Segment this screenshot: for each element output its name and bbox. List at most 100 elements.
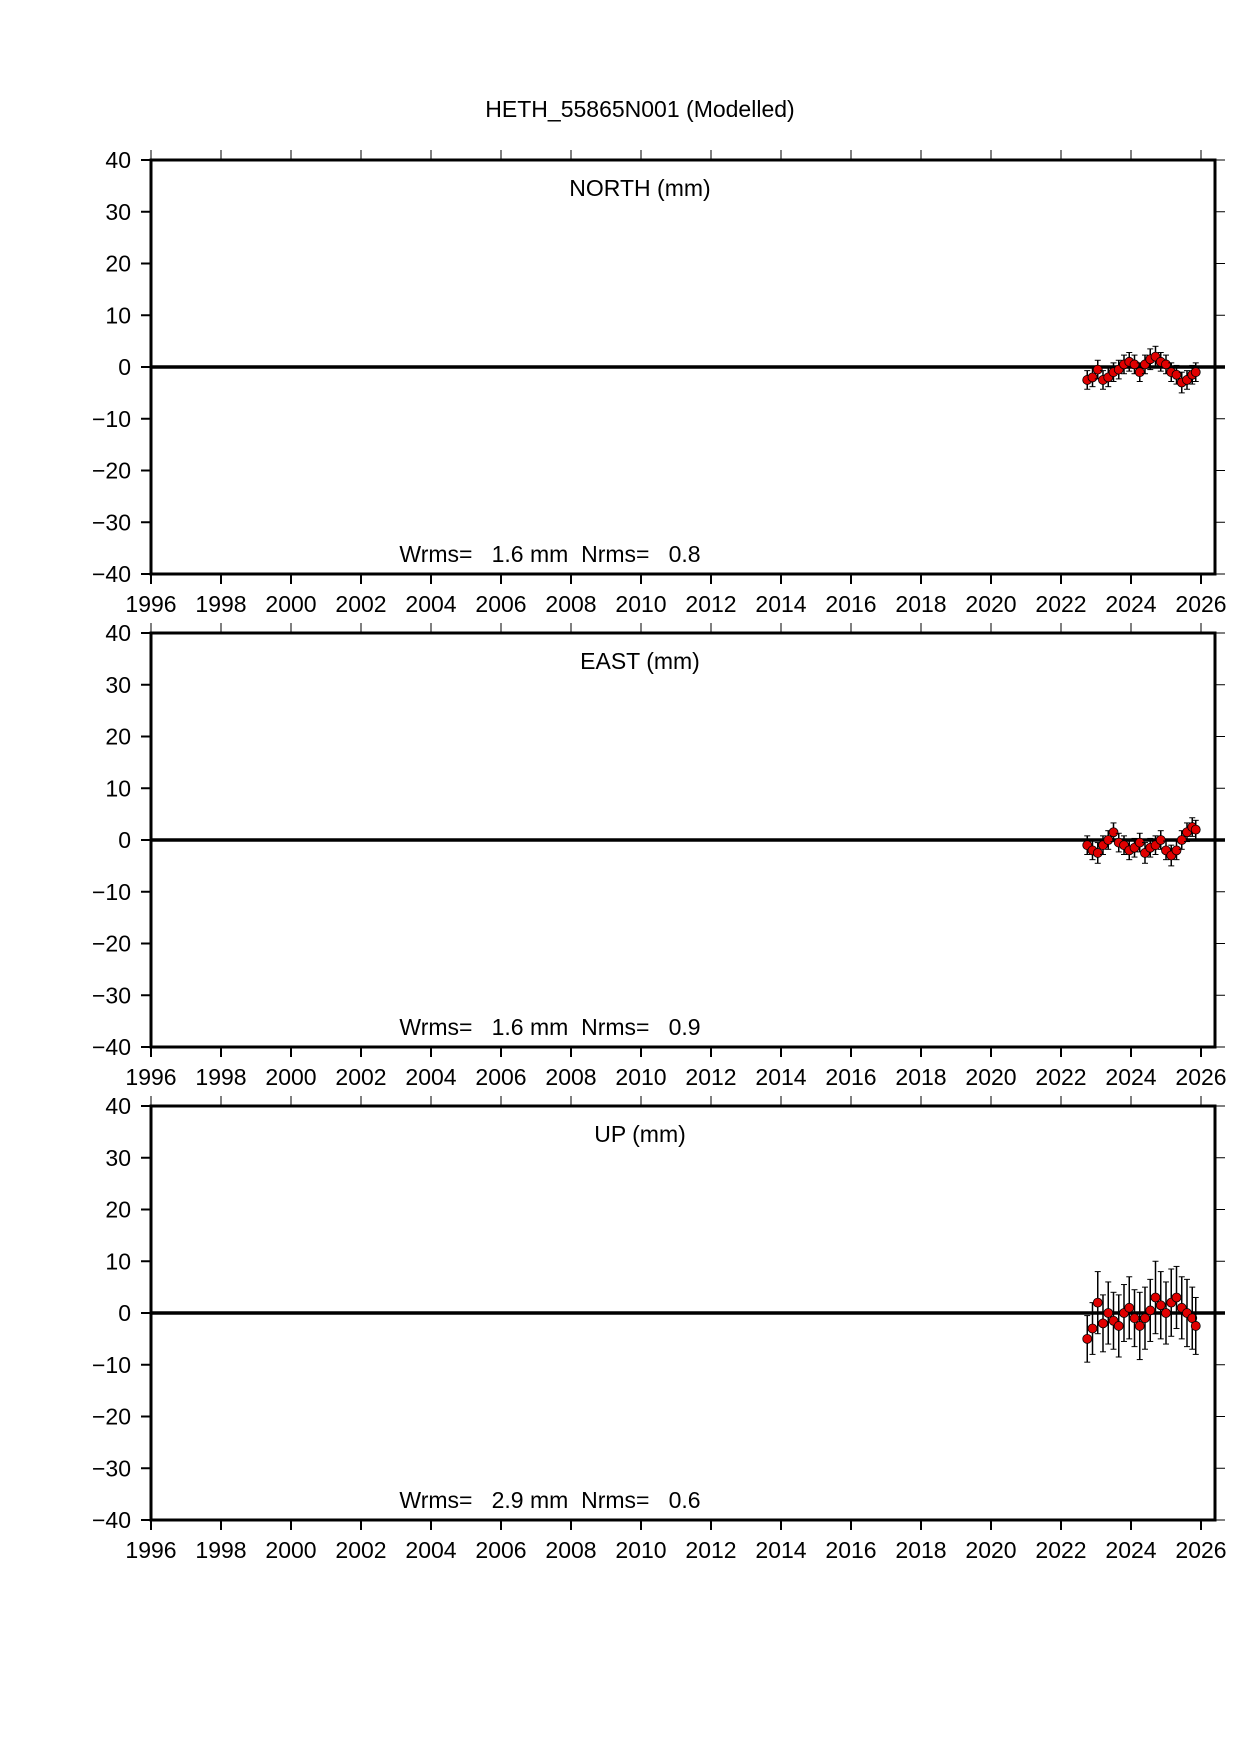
x-tick-label: 2026 — [1175, 591, 1226, 617]
stats-label: Wrms= 2.9 mm Nrms= 0.6 — [399, 1487, 700, 1513]
y-tick-label: 20 — [105, 251, 131, 277]
x-tick-label: 1996 — [125, 1537, 176, 1563]
x-tick-label: 2008 — [545, 1537, 596, 1563]
data-point — [1134, 367, 1145, 378]
x-tick-label: 2018 — [895, 1064, 946, 1090]
x-tick-label: 2012 — [685, 1064, 736, 1090]
y-tick-label: −10 — [92, 406, 131, 432]
y-tick-label: 30 — [105, 1145, 131, 1171]
data-point — [1092, 1297, 1103, 1308]
x-tick-label: 2024 — [1105, 1064, 1156, 1090]
data-point — [1113, 1321, 1124, 1331]
figure-title: HETH_55865N001 (Modelled) — [485, 96, 794, 122]
y-tick-label: 0 — [118, 354, 131, 380]
data-point — [1108, 827, 1119, 838]
data-point — [1092, 364, 1103, 375]
x-tick-label: 1996 — [125, 1064, 176, 1090]
data-point — [1171, 1292, 1182, 1303]
data-point — [1092, 848, 1103, 858]
x-tick-label: 2020 — [965, 1537, 1016, 1563]
data-point — [1134, 1321, 1145, 1331]
data-point — [1129, 1313, 1140, 1324]
y-tick-label: −30 — [92, 1455, 131, 1481]
y-tick-label: −20 — [92, 1404, 131, 1430]
y-tick-label: −40 — [92, 1034, 131, 1060]
x-tick-label: 2008 — [545, 591, 596, 617]
y-tick-label: 40 — [105, 620, 131, 646]
x-tick-label: 1998 — [195, 591, 246, 617]
data-point — [1171, 845, 1182, 856]
x-tick-label: 2026 — [1175, 1064, 1226, 1090]
data-point — [1103, 1308, 1114, 1318]
data-point — [1190, 824, 1201, 835]
data-point — [1098, 1318, 1108, 1329]
x-tick-label: 2010 — [615, 591, 666, 617]
x-tick-label: 2006 — [475, 591, 526, 617]
y-tick-label: 0 — [118, 1300, 131, 1326]
x-tick-label: 2020 — [965, 591, 1016, 617]
y-tick-label: 20 — [105, 1197, 131, 1223]
panel-title: NORTH (mm) — [569, 175, 710, 201]
y-tick-label: −10 — [92, 1352, 131, 1378]
data-point — [1161, 359, 1171, 370]
x-tick-label: 2012 — [685, 591, 736, 617]
data-point — [1150, 1292, 1161, 1303]
data-point — [1124, 1302, 1135, 1313]
y-tick-label: 40 — [105, 1093, 131, 1119]
x-tick-label: 2000 — [265, 1064, 316, 1090]
x-tick-label: 2004 — [405, 591, 456, 617]
x-tick-label: 2006 — [475, 1064, 526, 1090]
x-tick-label: 2002 — [335, 591, 386, 617]
stats-label: Wrms= 1.6 mm Nrms= 0.9 — [399, 1014, 700, 1040]
x-tick-label: 2016 — [825, 1064, 876, 1090]
x-tick-label: 2018 — [895, 591, 946, 617]
x-tick-label: 2002 — [335, 1064, 386, 1090]
y-tick-label: −30 — [92, 509, 131, 535]
panel-title: EAST (mm) — [580, 648, 700, 674]
x-tick-label: 2000 — [265, 1537, 316, 1563]
y-tick-label: −20 — [92, 931, 131, 957]
y-tick-label: 30 — [105, 672, 131, 698]
y-tick-label: 10 — [105, 1248, 131, 1274]
y-tick-label: 20 — [105, 724, 131, 750]
data-point — [1190, 367, 1201, 378]
x-tick-label: 2018 — [895, 1537, 946, 1563]
y-tick-label: −10 — [92, 879, 131, 905]
data-point — [1087, 372, 1098, 383]
data-point — [1155, 835, 1166, 845]
y-tick-label: 10 — [105, 775, 131, 801]
x-tick-label: 2010 — [615, 1537, 666, 1563]
data-point — [1145, 1305, 1156, 1316]
x-tick-label: 2014 — [755, 1537, 806, 1563]
x-tick-label: 2020 — [965, 1064, 1016, 1090]
y-tick-label: −40 — [92, 561, 131, 587]
x-tick-label: 2016 — [825, 591, 876, 617]
x-tick-label: 2002 — [335, 1537, 386, 1563]
x-tick-label: 2004 — [405, 1064, 456, 1090]
data-point — [1082, 1333, 1093, 1344]
x-tick-label: 2014 — [755, 1064, 806, 1090]
x-tick-label: 1996 — [125, 591, 176, 617]
data-point — [1161, 1308, 1171, 1318]
y-tick-label: 0 — [118, 827, 131, 853]
y-tick-label: −40 — [92, 1507, 131, 1533]
x-tick-label: 2006 — [475, 1537, 526, 1563]
x-tick-label: 2022 — [1035, 1064, 1086, 1090]
x-tick-label: 2026 — [1175, 1537, 1226, 1563]
x-tick-label: 2004 — [405, 1537, 456, 1563]
x-tick-label: 2022 — [1035, 591, 1086, 617]
x-tick-label: 2022 — [1035, 1537, 1086, 1563]
data-point — [1129, 359, 1140, 370]
x-tick-label: 1998 — [195, 1064, 246, 1090]
data-point — [1103, 835, 1114, 845]
x-tick-label: 2024 — [1105, 591, 1156, 617]
y-tick-label: 30 — [105, 199, 131, 225]
y-tick-label: −20 — [92, 458, 131, 484]
y-tick-label: 10 — [105, 302, 131, 328]
x-tick-label: 2010 — [615, 1064, 666, 1090]
